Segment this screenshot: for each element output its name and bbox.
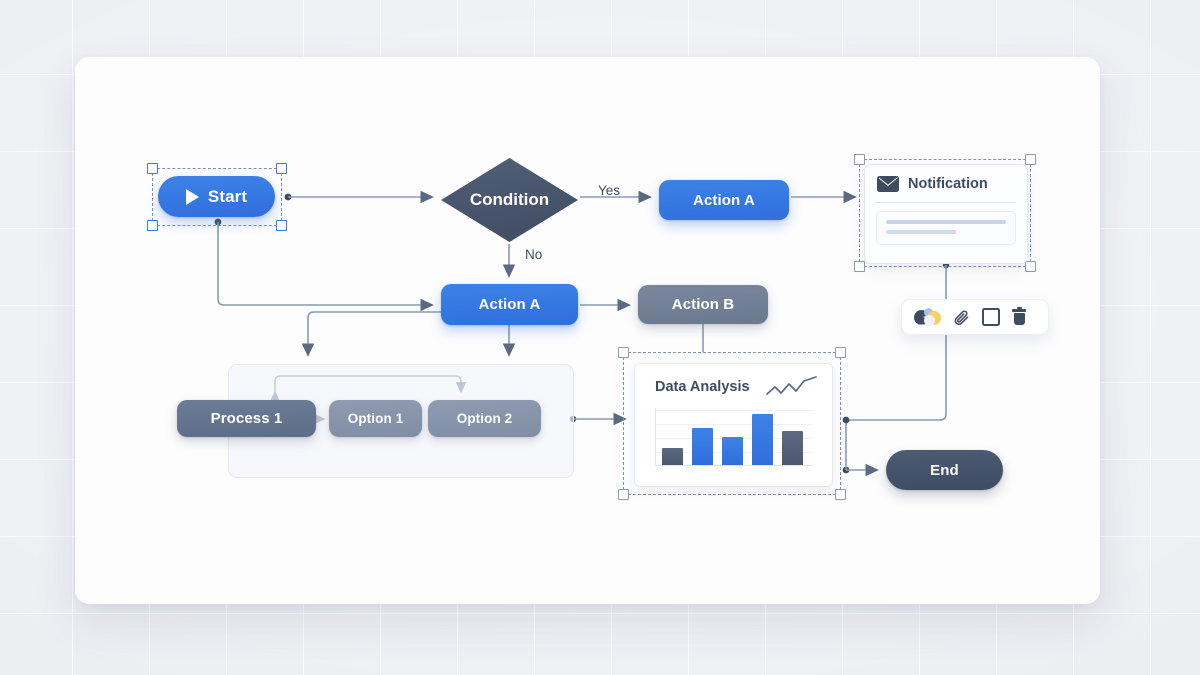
bar-series [662, 408, 813, 465]
notification-card[interactable]: Notification [864, 164, 1028, 264]
node-action-a-mid[interactable]: Action A [441, 284, 578, 325]
node-process-1[interactable]: Process 1 [177, 400, 316, 437]
divider [876, 202, 1016, 203]
chart-bar [752, 414, 773, 465]
node-option-2-label: Option 2 [456, 411, 513, 426]
resize-handle-bottom-right[interactable] [1025, 261, 1036, 272]
selection-frame-chart[interactable] [618, 347, 846, 500]
resize-handle-top-right[interactable] [835, 347, 846, 358]
play-icon [185, 188, 199, 205]
resize-handle-bottom-right[interactable] [276, 220, 287, 231]
placeholder-line [886, 220, 1006, 224]
node-condition-label: Condition [469, 190, 550, 209]
x-axis [655, 465, 813, 466]
resize-handle-bottom-left[interactable] [854, 261, 865, 272]
resize-handle-top-left[interactable] [854, 154, 865, 165]
trash-icon[interactable] [1012, 307, 1026, 325]
notification-title: Notification [908, 176, 988, 192]
placeholder-line [886, 230, 956, 234]
chart-bar [692, 428, 713, 465]
notification-header: Notification [865, 165, 1027, 192]
gridline [655, 424, 813, 425]
resize-handle-bottom-left[interactable] [618, 489, 629, 500]
chart-bar [662, 448, 683, 465]
chart-plot-area [655, 408, 813, 466]
node-start-label: Start [207, 186, 248, 206]
chart-bar [722, 437, 743, 465]
paperclip-icon[interactable] [953, 309, 970, 326]
node-action-b-label: Action B [671, 296, 735, 313]
node-option-1-label: Option 1 [347, 411, 404, 426]
selection-frame-start[interactable] [147, 163, 287, 231]
resize-handle-top-right[interactable] [276, 163, 287, 174]
node-action-a-top-label: Action A [693, 191, 755, 209]
node-action-b[interactable]: Action B [638, 285, 768, 324]
resize-handle-top-right[interactable] [1025, 154, 1036, 165]
sparkline-icon [766, 376, 818, 405]
envelope-icon [877, 176, 899, 192]
edge-label-no: No [525, 247, 543, 262]
gridline [655, 410, 813, 411]
resize-handle-top-left[interactable] [147, 163, 158, 174]
node-action-a-mid-label: Action A [478, 296, 541, 313]
resize-handle-top-left[interactable] [618, 347, 629, 358]
notification-body [876, 211, 1016, 245]
resize-handle-bottom-right[interactable] [835, 489, 846, 500]
data-analysis-card[interactable]: Data Analysis [634, 363, 833, 487]
node-condition[interactable]: Condition [441, 158, 578, 242]
selection-frame-notification[interactable] [854, 154, 1036, 272]
resize-handle-bottom-left[interactable] [147, 220, 158, 231]
node-end-label: End [930, 461, 959, 479]
node-action-a-top[interactable]: Action A [659, 180, 789, 220]
node-option-1[interactable]: Option 1 [329, 400, 422, 437]
edge-label-yes: Yes [598, 183, 621, 198]
y-axis [655, 408, 656, 466]
node-process-1-label: Process 1 [210, 410, 283, 427]
chart-bar [782, 431, 803, 465]
palette-icon[interactable] [914, 307, 941, 326]
node-end[interactable]: End [886, 450, 1003, 490]
chart-title: Data Analysis [655, 379, 750, 395]
floating-toolbar[interactable] [901, 299, 1049, 335]
square-icon[interactable] [982, 308, 1000, 326]
node-start[interactable]: Start [158, 176, 275, 217]
node-option-2[interactable]: Option 2 [428, 400, 541, 437]
